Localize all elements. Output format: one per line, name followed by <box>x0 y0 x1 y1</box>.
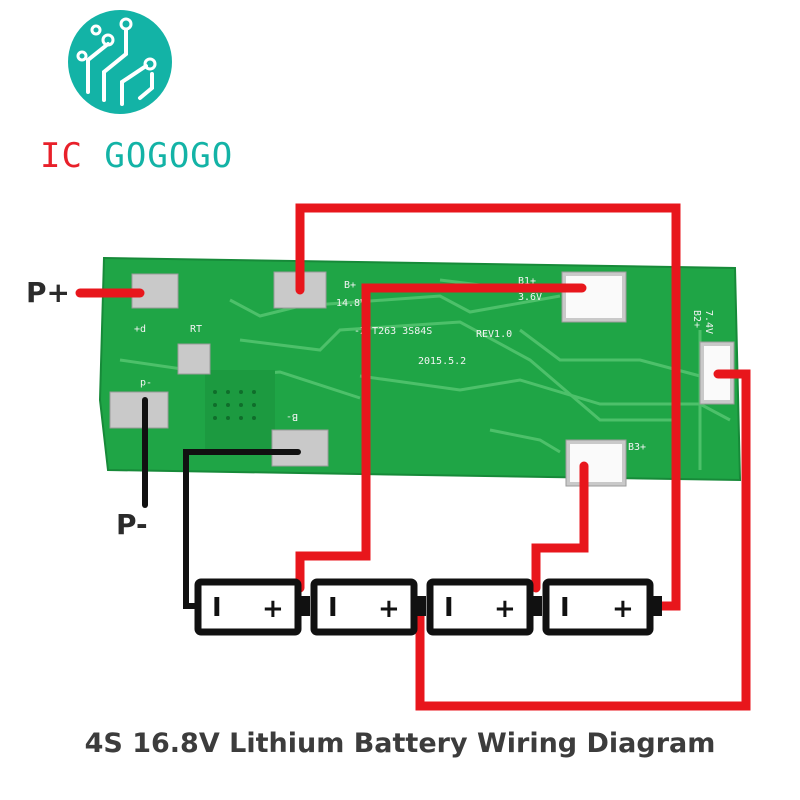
cell-3-minus: I <box>444 593 454 623</box>
silk-14-8v: 14.8V <box>336 298 366 309</box>
wire-b-plus <box>295 203 681 611</box>
p-minus-label: P- <box>116 508 148 541</box>
red-wires <box>75 203 751 711</box>
silk-minus-d: -d <box>140 377 152 388</box>
silk-model: -Z T263 3S84S <box>354 326 432 337</box>
battery-cell-1 <box>194 578 310 636</box>
wire-b2 <box>415 369 751 711</box>
battery-cell-4 <box>542 578 662 636</box>
cell-1-minus: I <box>212 593 222 623</box>
black-wires <box>142 397 301 609</box>
silk-3-6v: 3.6V <box>518 292 542 303</box>
silk-7-4v: 7.4V <box>703 310 714 334</box>
brand-logo-text: IC GOGOGO <box>40 136 233 176</box>
wire-b1 <box>295 283 587 593</box>
brand-part-2: GOGOGO <box>104 136 234 176</box>
silk-b-plus: B+ <box>344 280 356 291</box>
cell-4-plus: + <box>612 594 634 624</box>
silk-b1-plus: B1+ <box>518 276 536 287</box>
silk-rev: REV1.0 <box>476 329 512 340</box>
wire-b3 <box>531 461 589 593</box>
battery-pack: I + I + I + I + <box>194 578 662 636</box>
silk-rt: RT <box>190 324 202 335</box>
bms-board <box>98 256 742 487</box>
logo-icon <box>68 10 172 114</box>
silk-date: 2015.5.2 <box>418 356 466 367</box>
cell-1-plus: + <box>262 594 284 624</box>
battery-cell-2 <box>310 578 426 636</box>
cell-2-plus: + <box>378 594 400 624</box>
wire-b-minus <box>183 449 301 609</box>
silk-plus-d: +d <box>134 324 146 335</box>
p-plus-label: P+ <box>26 276 70 309</box>
cell-4-minus: I <box>560 593 570 623</box>
diagram-caption: 4S 16.8V Lithium Battery Wiring Diagram <box>84 728 716 759</box>
cell-3-plus: + <box>494 594 516 624</box>
cell-2-minus: I <box>328 593 338 623</box>
silk-b2-plus: B2+ <box>691 310 702 328</box>
battery-cell-3 <box>426 578 542 636</box>
brand-part-1: IC <box>40 136 105 176</box>
silk-b-minus: B- <box>286 411 298 422</box>
silk-b3-plus: B3+ <box>628 442 646 453</box>
